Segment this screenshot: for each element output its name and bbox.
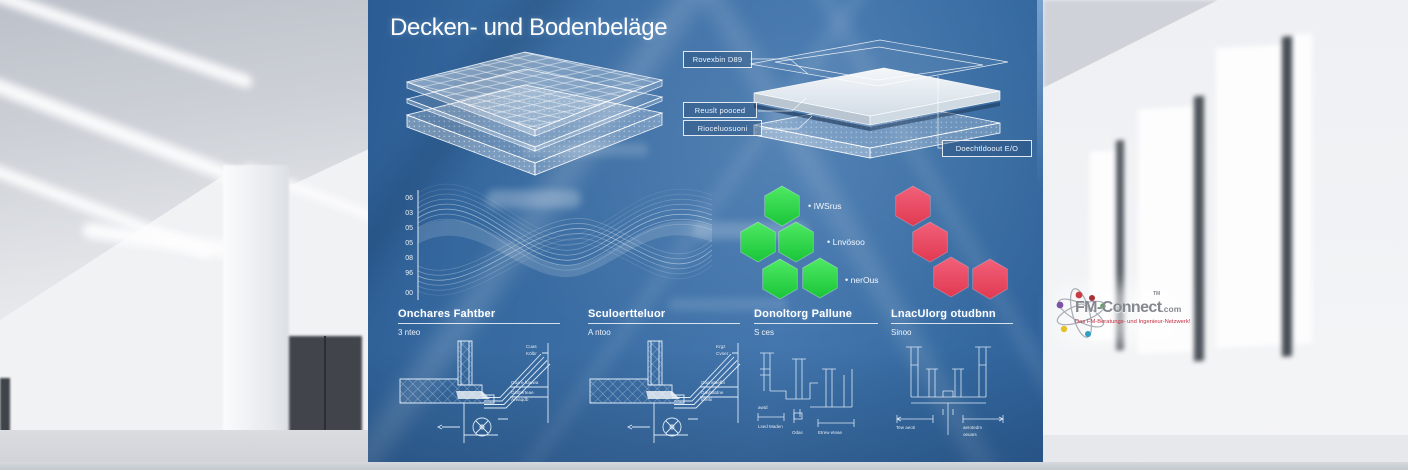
detail-underline (398, 323, 560, 324)
background-light-blob (668, 298, 788, 311)
detail-title: Donoltorg Pallune (754, 308, 853, 320)
hex-label-text: IWSrus (813, 201, 842, 211)
detail-column-3: Donoltorg Pallune S ces awtd (754, 308, 878, 456)
detail-drawing: Cuas Kölbr Goa e hauwa Glotterteae Areaq… (399, 340, 551, 443)
callout-box-4: Doechtldoout E/O (942, 140, 1032, 157)
detail-column-2: Sculoertteluor A ntoo Krgz (588, 308, 741, 456)
detail-title: LnacUlorg otudbnn (891, 308, 996, 320)
drawing-annotation: Goa ataefbi (701, 380, 725, 385)
y-axis-tick: 96 (405, 270, 413, 277)
detail-underline (891, 323, 1013, 324)
red-hexagon-cluster (895, 185, 1008, 300)
window-wall (1080, 0, 1360, 470)
detail-title: Sculoertteluor (588, 308, 666, 320)
drawing-annotation: Kölbr (526, 351, 537, 356)
detail-subtitle: Sinoo (891, 328, 912, 337)
callout-label: Rioceluosuoni (697, 123, 748, 133)
background-light-blob (486, 190, 581, 208)
drawing-annotation: Odas (792, 430, 804, 435)
detail-drawing: Tew aeoti aerotedm oeuars (896, 346, 1004, 437)
wave-chart: 06 03 05 05 08 96 00 (405, 183, 713, 300)
y-axis-ticks: 06 03 05 05 08 96 00 (405, 195, 413, 297)
drawing-annotation: oeuars (963, 432, 978, 437)
window-frame (1194, 95, 1204, 362)
logo-tagline: Das FM-Beratungs- und Ingenieur-Netzwerk… (1075, 319, 1191, 325)
office-background-right (1043, 0, 1408, 470)
info-panel: Decken- und Bodenbeläge (368, 0, 1043, 464)
logo-brand-line: FM-Connect.com (1075, 299, 1181, 317)
y-axis-tick: 03 (405, 210, 413, 217)
drawing-annotation: Areaqdb (511, 397, 529, 402)
hex-label-3: nerOus (845, 275, 879, 285)
drawing-annotation: Krgz (716, 344, 726, 349)
window-pane (1216, 44, 1282, 349)
detail-subtitle: S ces (754, 328, 775, 337)
y-axis-tick: 06 (405, 195, 413, 202)
hexagon-clusters (740, 185, 1008, 300)
detail-column-1: Onchares Fahtber 3 nteo Cuas (398, 308, 560, 456)
y-axis-tick: 05 (405, 240, 413, 247)
y-axis-tick: 08 (405, 255, 413, 262)
detail-title: Onchares Fahtber (398, 308, 496, 320)
detail-underline (754, 323, 878, 324)
hex-label-2: Lnvösoo (827, 237, 865, 247)
drawing-annotation: awtd (758, 405, 768, 410)
wave-ribbon (418, 219, 712, 278)
window-frame (1282, 36, 1292, 357)
callout-box-2: Reuslt pooced (683, 102, 757, 118)
drawing-annotation: Goa e hauwa (511, 380, 539, 385)
drawing-annotation: Etrew eteae (818, 430, 843, 435)
window-pane (1294, 33, 1312, 345)
logo-domain-text: .com (1161, 304, 1182, 314)
floor-layers-diagram-right (749, 39, 1009, 159)
detail-drawing: Krgz Cvner Goa ataefbi Gavbatdne ldrebi (589, 340, 741, 443)
drawing-annotation: aerotedm (963, 425, 982, 430)
detail-subtitle: A ntoo (588, 328, 611, 337)
callout-box-3: Rioceluosuoni (683, 120, 762, 136)
drawing-annotation: Glotterteae (511, 390, 534, 395)
panel-edge-highlight (1037, 0, 1043, 190)
callout-label: Reuslt pooced (694, 105, 746, 115)
page-title: Decken- und Bodenbeläge (390, 14, 668, 41)
detail-subtitle: 3 nteo (398, 328, 421, 337)
green-hexagon-cluster (740, 185, 838, 300)
hex-label-text: nerOus (850, 275, 879, 285)
drawing-annotation: Cvner (716, 351, 729, 356)
door-split-line (324, 336, 326, 436)
floor-layers-diagram-left (405, 51, 664, 176)
wall-column (223, 165, 289, 437)
drawing-annotation: Lsed Maden (758, 424, 783, 429)
detail-drawing: awtd Lsed Maden Odas Etrew eteae (757, 352, 855, 435)
detail-column-4: LnacUlorg otudbnn Sinoo Tew aeoti (891, 308, 1013, 456)
wave-line-bundle (417, 183, 713, 296)
callout-label: Doechtldoout E/O (955, 144, 1019, 153)
y-axis-tick: 00 (405, 290, 413, 297)
hex-label-1: IWSrus (808, 201, 842, 211)
fm-connect-logo: FM-Connect.com TM Das FM-Beratungs- und … (1054, 280, 1190, 350)
logo-tm: TM (1153, 291, 1161, 297)
drawing-annotation: ldrebi (701, 397, 712, 402)
drawing-annotation: Tew aeoti (896, 425, 915, 430)
door-edge-left (0, 378, 10, 470)
y-axis-tick: 05 (405, 225, 413, 232)
bottom-floor-strip (0, 462, 1408, 470)
callout-box-1: Rovexbin D89 (683, 51, 752, 68)
atom-icon (1056, 288, 1106, 338)
logo-brand-text: FM-Connect (1075, 299, 1162, 316)
office-background-left (0, 0, 370, 470)
drawing-annotation: Cuas (526, 344, 537, 349)
drawing-annotation: Gavbatdne (701, 390, 724, 395)
callout-label: Rovexbin D89 (692, 55, 743, 64)
hex-label-text: Lnvösoo (832, 237, 865, 247)
detail-underline (588, 323, 740, 324)
